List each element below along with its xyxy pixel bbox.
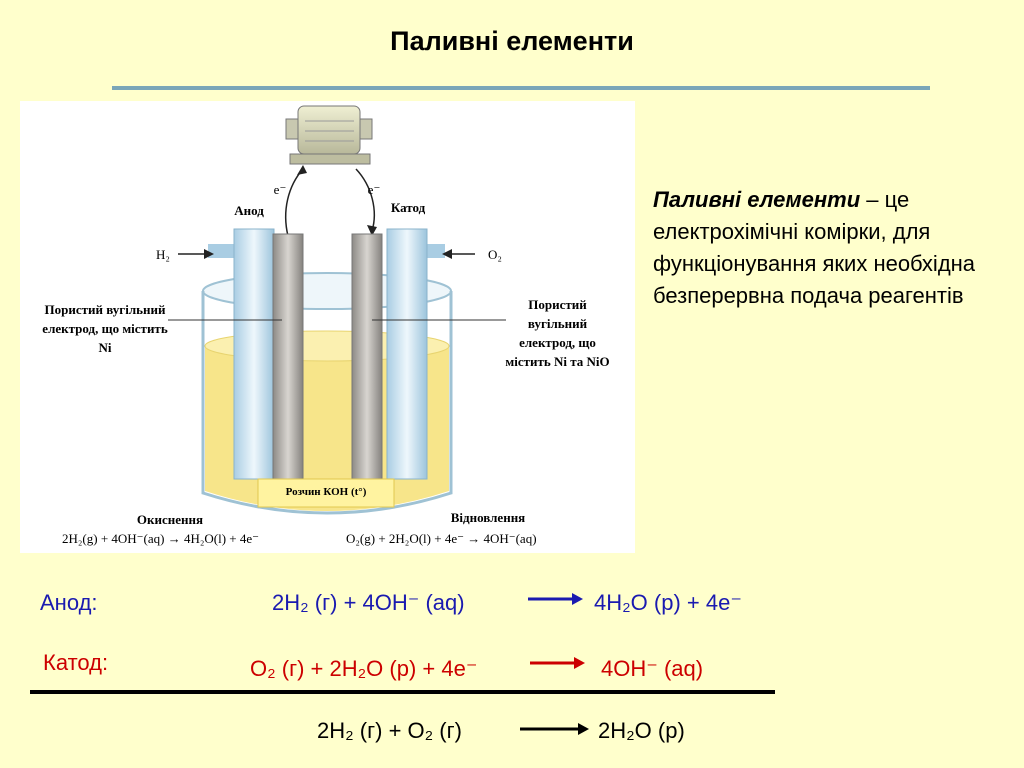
fuel-cell-diagram: e⁻ e⁻ Анод Катод H₂ O₂ Пористий вугільни… xyxy=(20,101,635,553)
motor-icon xyxy=(285,105,373,165)
anode-reactants: 2H₂ (г) + 4OH⁻ (aq) xyxy=(272,590,465,615)
oxidation-equation: 2H₂(g) + 4OH⁻(aq) → 4H₂O(l) + 4e⁻ xyxy=(62,531,260,546)
definition-body: – це електрохімічні комірки, для функціо… xyxy=(653,187,976,308)
title-underline xyxy=(112,86,930,90)
cathode-label: Катод xyxy=(390,200,426,215)
anode-row-label: Анод: xyxy=(40,590,98,615)
overall-reactants: 2H₂ (г) + O₂ (г) xyxy=(317,718,462,743)
anode-label: Анод xyxy=(234,203,264,218)
anode-products: 4H₂O (р) + 4e⁻ xyxy=(594,590,742,615)
cathode-row-label: Катод: xyxy=(43,650,109,675)
summation-line xyxy=(30,690,775,694)
electron-right-label: e⁻ xyxy=(367,182,381,197)
page-title: Паливні елементи xyxy=(390,26,634,56)
electron-left-label: e⁻ xyxy=(273,182,287,197)
oxidation-label: Окиснення xyxy=(136,512,204,527)
left-electrode-label: Пористий вугільний електрод, що містить … xyxy=(42,302,168,355)
overall-reaction-arrow xyxy=(520,723,589,735)
anode-reaction-arrow xyxy=(528,593,583,605)
definition-term: Паливні елементи xyxy=(653,187,861,212)
overall-products: 2H₂O (р) xyxy=(598,718,685,743)
cathode-reactants: O₂ (г) + 2H₂O (р) + 4e⁻ xyxy=(250,656,478,681)
reduction-label: Відновлення xyxy=(450,510,526,525)
o2-input-label: O₂ xyxy=(488,247,502,262)
right-electrode-label: Пористий вугільний електрод, що містить … xyxy=(505,297,610,369)
cathode-reaction-arrow xyxy=(530,657,585,669)
fuel-cell-drawing xyxy=(168,105,506,515)
definition-text: Паливні елементи – це електрохімічні ком… xyxy=(653,184,1003,312)
h2-input-label: H₂ xyxy=(156,247,170,262)
cathode-products: 4OH⁻ (aq) xyxy=(601,656,704,681)
electrolyte-label: Розчин КОН (t°) xyxy=(285,486,367,498)
reduction-equation: O₂(g) + 2H₂O(l) + 4e⁻ → 4OH⁻(aq) xyxy=(346,531,537,546)
